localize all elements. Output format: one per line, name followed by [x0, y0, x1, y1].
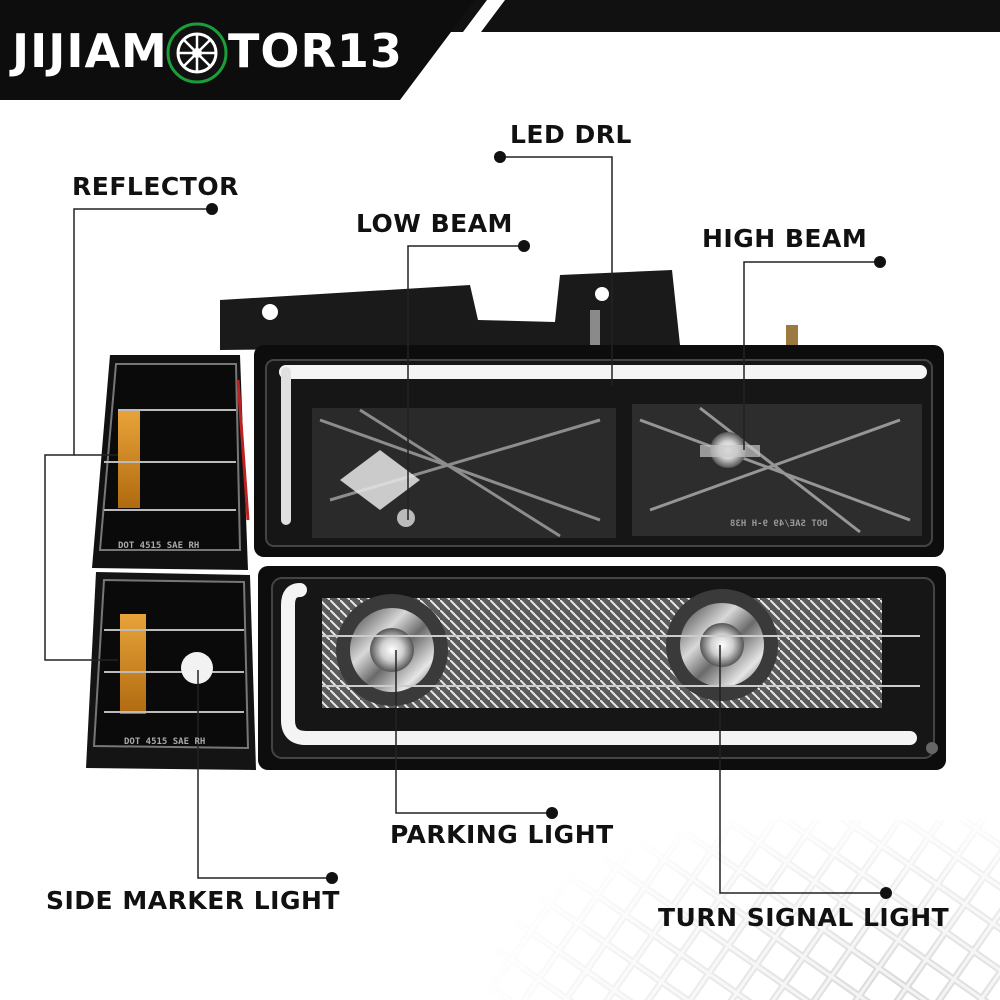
lower-corner-lens-marking: DOT 4515 SAE RH [124, 737, 206, 747]
led-drl-label: LED DRL [510, 120, 632, 149]
parking-light-label: PARKING LIGHT [390, 820, 614, 849]
banner-shape [0, 0, 1000, 100]
brand-name-right: TOR13 [228, 24, 403, 78]
high-beam-label: HIGH BEAM [702, 224, 868, 253]
side-marker-callout-dot [326, 872, 338, 884]
brand-banner: JIJIAM TOR13 [0, 0, 1000, 100]
upper-corner-lens-marking: DOT 4515 SAE RH [118, 541, 200, 551]
tire-wheel-logo-icon [166, 22, 228, 84]
turn-signal-callout-dot [880, 887, 892, 899]
reflector-callout-dot [206, 203, 218, 215]
side-marker-light-label: SIDE MARKER LIGHT [46, 886, 340, 915]
turn-signal-light-label: TURN SIGNAL LIGHT [658, 903, 950, 932]
headlight-lens-marking: DOT SAE/49 9-H H38 [730, 519, 828, 529]
reflector-label: REFLECTOR [72, 172, 239, 201]
high-beam-callout-dot [874, 256, 886, 268]
parking-light-callout-dot [546, 807, 558, 819]
led-drl-callout-dot [494, 151, 506, 163]
low-beam-callout-dot [518, 240, 530, 252]
brand-name-left: JIJIAM [12, 24, 168, 78]
low-beam-label: LOW BEAM [356, 209, 513, 238]
